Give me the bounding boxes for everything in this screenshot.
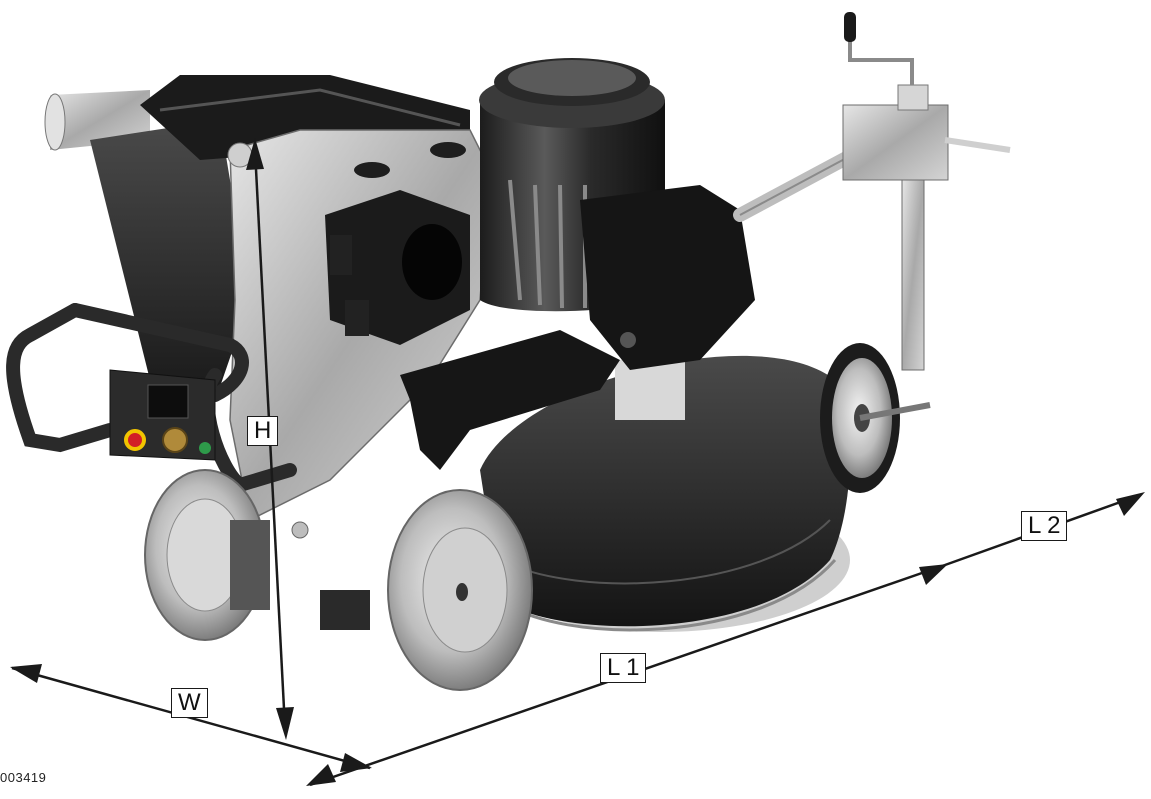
- figure-code: 003419: [0, 770, 47, 785]
- width-arrow-left-icon: [10, 664, 42, 683]
- length1-arrow-left-icon: [306, 764, 336, 786]
- rear-shroud: [44, 75, 470, 430]
- length2-arrow-right-icon: [1116, 492, 1145, 516]
- main-frame: [227, 129, 491, 522]
- front-cover-bracket: [400, 185, 755, 470]
- width-dimension-line: [11, 666, 371, 770]
- steering-handle: [733, 12, 1011, 371]
- control-panel: [109, 369, 216, 461]
- dimension-label-width: W: [171, 688, 208, 718]
- left-main-wheel: [144, 469, 270, 641]
- height-arrow-bottom-icon: [276, 707, 294, 740]
- height-arrow-top-icon: [246, 138, 264, 170]
- dimension-label-length1: L 1: [600, 653, 647, 683]
- dimension-label-length2: L 2: [1021, 511, 1068, 541]
- front-main-wheel: [387, 489, 533, 691]
- grinding-head: [470, 355, 850, 632]
- length1-arrow-right-icon: [919, 564, 948, 585]
- dimension-label-height: H: [247, 416, 279, 446]
- rear-wheel: [820, 343, 931, 493]
- floor-grinder-machine-icon: [6, 12, 1011, 691]
